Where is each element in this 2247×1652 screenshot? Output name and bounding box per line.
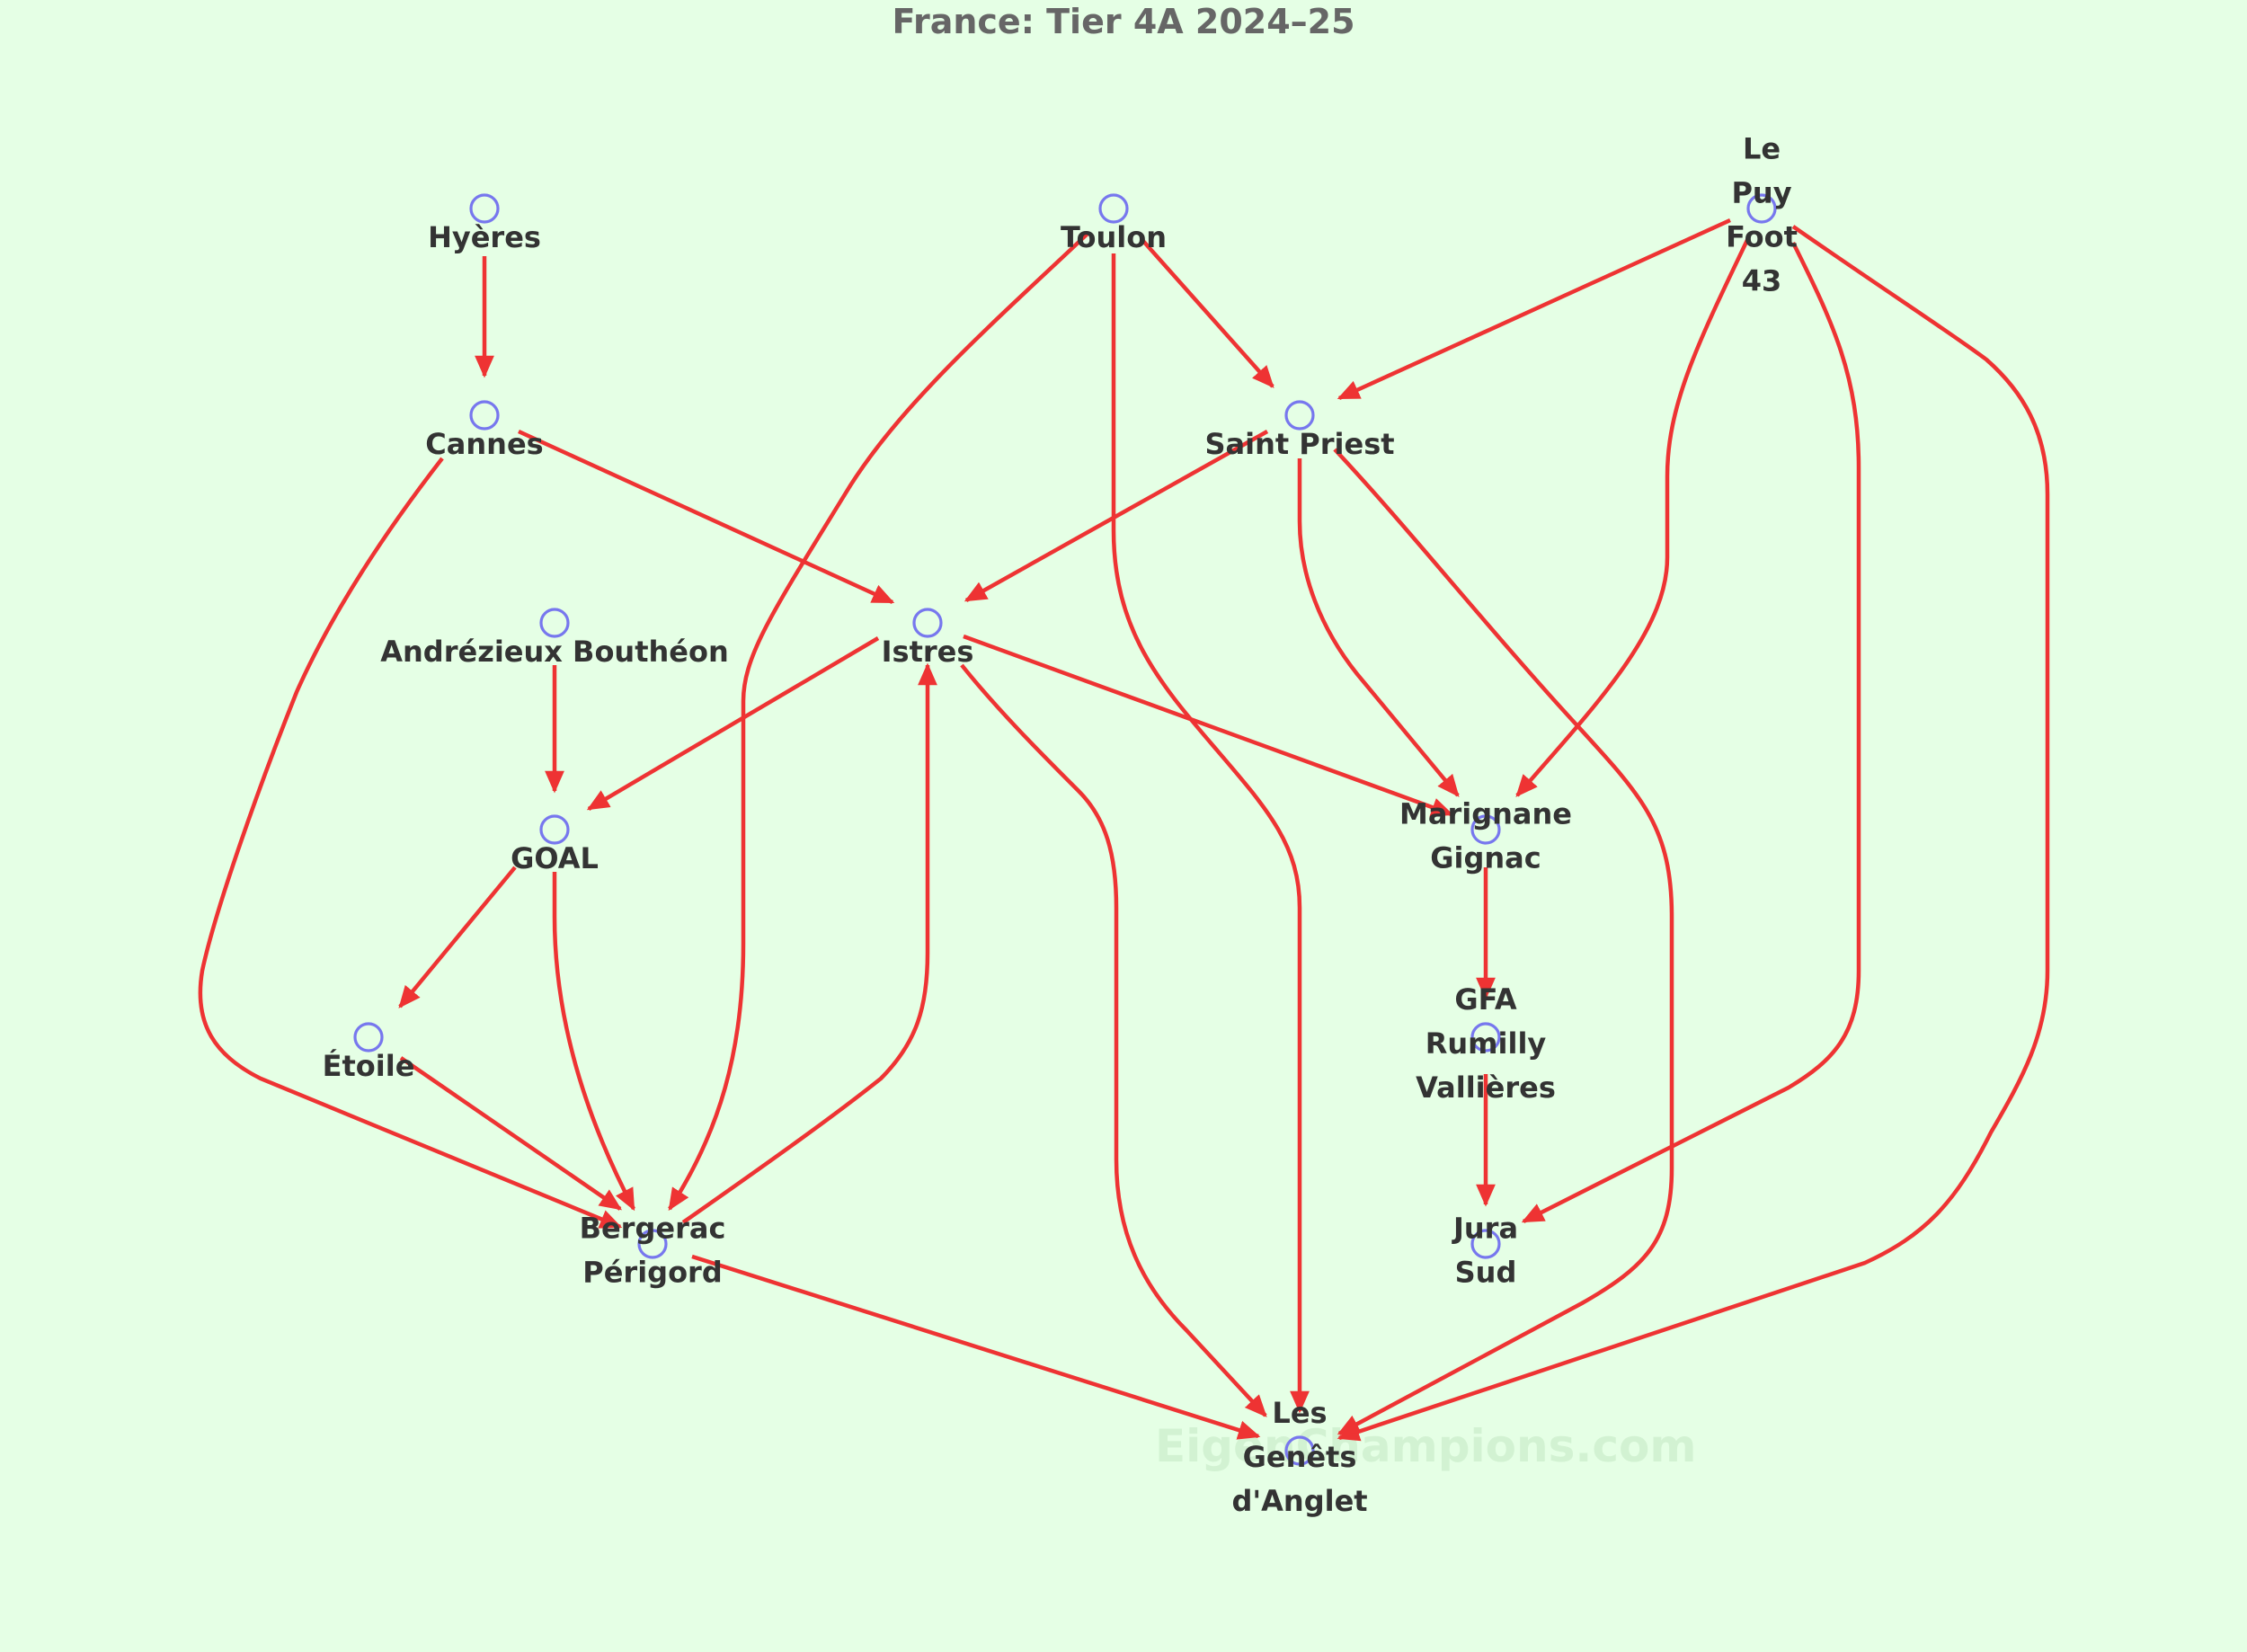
node-label-line: GOAL: [511, 841, 599, 875]
edge-cannes-to-bergerac: [198, 457, 623, 1230]
node-label-line: Gignac: [1430, 841, 1541, 875]
node-cannes: Cannes: [425, 400, 544, 461]
node-toulon: Toulon: [1061, 193, 1167, 254]
node-label-line: GFA: [1454, 982, 1516, 1017]
node-label-line: Istres: [882, 635, 974, 669]
node-label-line: Étoile: [323, 1049, 415, 1083]
node-marker: [539, 814, 570, 845]
node-marker: [353, 1022, 384, 1052]
node-marker: [1284, 1435, 1315, 1466]
node-label-line: Bergerac: [580, 1212, 726, 1246]
edge-lepuy-to-jura: [1521, 241, 1861, 1224]
node-label-line: Hyères: [428, 220, 541, 254]
node-label-line: Andrézieux Bouthéon: [380, 635, 729, 669]
edge-istres-to-marignane: [963, 634, 1454, 817]
edge-lepuy-to-marignane: [1515, 237, 1751, 797]
diagram-title: France: Tier 4A 2024–25: [892, 2, 1355, 41]
node-marker: [469, 193, 500, 224]
edge-goal-to-bergerac: [552, 872, 635, 1212]
node-marker: [1470, 1022, 1501, 1052]
edge-saintpriest-to-istres: [964, 430, 1269, 602]
edge-toulon-to-bergerac: [668, 232, 1089, 1212]
node-label-line: Jura: [1452, 1212, 1518, 1246]
edge-saintpriest-to-marignane: [1297, 458, 1460, 797]
node-marker: [539, 608, 570, 638]
node-marker: [1746, 193, 1777, 224]
node-label-line: Puy: [1731, 176, 1791, 210]
edge-cannes-to-istres: [518, 429, 895, 605]
node-marker: [637, 1229, 668, 1259]
node-label-line: Sud: [1455, 1256, 1517, 1290]
node-label-line: Saint Priest: [1204, 427, 1394, 461]
edge-goal-to-etoile: [398, 866, 517, 1008]
edge-bergerac-to-genets: [691, 1254, 1261, 1440]
node-marker: [1470, 1229, 1501, 1259]
node-marker: [1470, 814, 1501, 845]
node-label-line: Périgord: [582, 1256, 722, 1290]
node-label-line: Genêts: [1243, 1440, 1357, 1474]
edge-lepuy-to-saintpriest: [1337, 218, 1731, 401]
node-istres: Istres: [882, 608, 974, 669]
edge-toulon-to-saintpriest: [1140, 237, 1274, 388]
edge-istres-to-genets: [960, 663, 1267, 1417]
edge-saintpriest-to-genets: [1333, 448, 1674, 1435]
node-saintpriest: Saint Priest: [1204, 400, 1395, 461]
node-marker: [1098, 193, 1129, 224]
node-label-line: Le: [1743, 132, 1781, 166]
edge-istres-to-goal: [586, 636, 880, 811]
edges-layer: [198, 218, 2050, 1442]
node-marker: [1284, 400, 1315, 431]
node-label-line: 43: [1742, 264, 1782, 298]
node-label-line: d'Anglet: [1231, 1484, 1367, 1518]
node-etoile: Étoile: [323, 1022, 415, 1083]
node-marker: [912, 608, 943, 638]
node-label-line: Les: [1272, 1396, 1327, 1430]
node-label-line: Foot: [1726, 220, 1798, 254]
node-andrezieux: Andrézieux Bouthéon: [380, 608, 729, 669]
node-label-line: Toulon: [1061, 220, 1167, 254]
node-label-line: Cannes: [425, 427, 543, 461]
node-marker: [469, 400, 500, 431]
node-label-line: Rumilly: [1425, 1026, 1547, 1061]
node-label-line: Vallières: [1416, 1070, 1556, 1105]
edge-lepuy-to-genets: [1337, 225, 2050, 1442]
node-hyeres: Hyères: [428, 193, 541, 254]
edge-etoile-to-bergerac: [399, 1056, 623, 1211]
edge-bergerac-to-istres: [681, 662, 937, 1224]
node-label-line: Marignane: [1399, 797, 1572, 831]
node-goal: GOAL: [511, 814, 599, 875]
edge-toulon-to-genets: [1111, 253, 1310, 1414]
